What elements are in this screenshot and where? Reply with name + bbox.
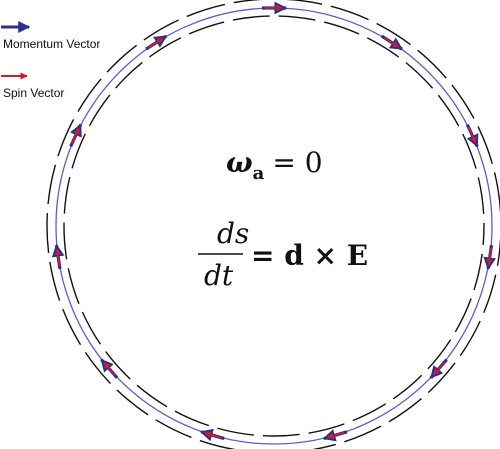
spin-vector xyxy=(467,126,477,144)
particle-orbit xyxy=(55,7,493,445)
spin-vector xyxy=(383,36,400,48)
legend-momentum-label: Momentum Vector xyxy=(3,37,101,51)
spin-vector xyxy=(327,431,345,439)
legend-spin-label: Spin Vector xyxy=(3,86,65,100)
omega-subscript: a xyxy=(253,163,265,184)
omega-rhs: = 0 xyxy=(272,146,322,179)
dt-denominator: dt xyxy=(204,259,234,292)
omega-symbol: ω xyxy=(226,146,253,179)
outer-segment-ring xyxy=(46,0,500,449)
ds-numerator: ds xyxy=(217,217,249,250)
omega-equation: ωa = 0 xyxy=(226,146,323,184)
inner-segment-ring xyxy=(63,15,485,437)
spin-vector xyxy=(148,37,164,49)
spin-vector xyxy=(432,361,446,376)
cross-product-rhs: = d × E xyxy=(251,239,368,272)
spin-vector xyxy=(54,248,62,267)
spin-vector xyxy=(204,431,222,439)
spin-vector xyxy=(103,362,116,377)
spin-vector xyxy=(486,247,493,266)
orbit-vectors xyxy=(51,1,497,442)
spin-vector xyxy=(71,127,80,145)
